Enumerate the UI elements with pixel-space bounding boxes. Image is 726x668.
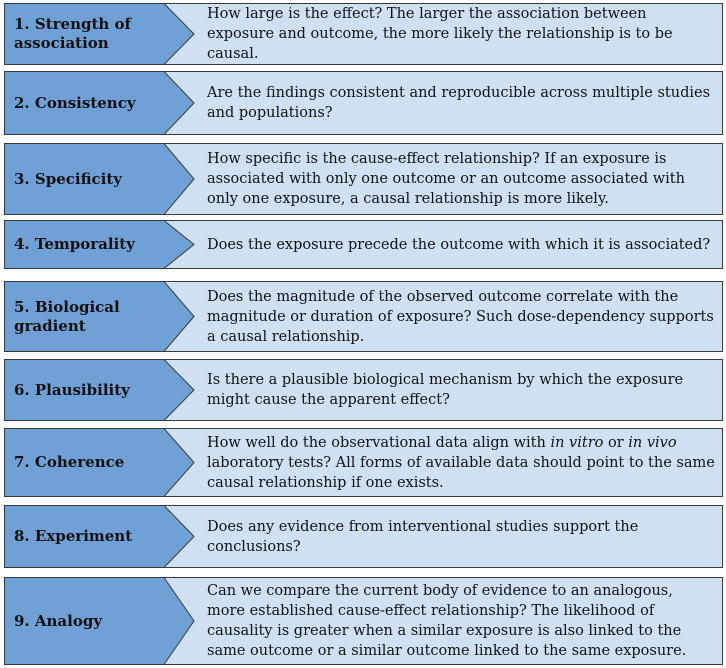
criterion-arrow (4, 71, 195, 135)
criterion-label: 8. Experiment (14, 505, 164, 568)
criterion-label-line: 2. Consistency (14, 93, 136, 112)
criterion-row: 7. Coherence How well do the observationa… (4, 428, 723, 497)
criterion-row: 2. Consistency Are the findings consisten… (4, 71, 723, 135)
criterion-shapes (4, 220, 723, 269)
description-text: Can we compare the current body of evide… (207, 583, 687, 659)
description-text: How large is the effect? The larger the … (207, 6, 673, 62)
description-text: How well do the observational data align… (207, 434, 551, 451)
criterion-label: 6. Plausibility (14, 359, 164, 421)
criterion-label-line: 1. Strength of (14, 15, 131, 33)
italic-term: in vivo (628, 434, 677, 451)
criterion-label-line: 6. Plausibility (14, 380, 130, 399)
description-text: Does any evidence from interventional st… (207, 518, 639, 555)
criterion-label-line: association (14, 34, 109, 52)
criterion-label: 7. Coherence (14, 428, 164, 497)
criterion-label-line: 7. Coherence (14, 453, 125, 471)
criterion-arrow (4, 220, 195, 269)
criterion-description: Does any evidence from interventional st… (207, 505, 715, 568)
criterion-description: Is there a plausible biological mechanis… (207, 359, 715, 421)
description-text: Does the magnitude of the observed outco… (207, 288, 714, 345)
criterion-description: How large is the effect? The larger the … (207, 3, 715, 65)
criterion-label-line: 4. Temporality (14, 235, 135, 253)
criterion-shapes (4, 359, 723, 421)
description-text: laboratory tests? All forms of available… (207, 454, 715, 491)
criterion-row: 3. Specificity How specific is the cause-… (4, 143, 723, 215)
description-text: Are the findings consistent and reproduc… (207, 85, 711, 121)
criterion-arrow (4, 428, 195, 497)
criterion-row: 8. Experiment Does any evidence from inte… (4, 505, 723, 568)
description-text: Does the exposure precede the outcome wi… (207, 236, 711, 253)
criterion-description: Can we compare the current body of evide… (207, 577, 715, 665)
criterion-label-line: 3. Specificity (14, 169, 122, 188)
criterion-label-line: gradient (14, 316, 86, 335)
criterion-shapes (4, 3, 723, 65)
criterion-row: 6. Plausibility Is there a plausible biol… (4, 359, 723, 421)
criterion-arrow (4, 281, 195, 352)
criterion-arrow (4, 577, 195, 665)
criterion-label: 3. Specificity (14, 143, 164, 215)
criterion-arrow (4, 3, 195, 65)
criterion-shapes (4, 428, 723, 497)
criterion-label-line: 9. Analogy (14, 611, 103, 630)
criterion-description: Are the findings consistent and reproduc… (207, 71, 715, 135)
criterion-shapes (4, 71, 723, 135)
criterion-shapes (4, 281, 723, 352)
criterion-arrow (4, 505, 195, 568)
criterion-label-line: 5. Biological (14, 297, 120, 316)
criterion-description: Does the exposure precede the outcome wi… (207, 220, 715, 269)
criterion-arrow (4, 359, 195, 421)
criterion-label-line: 8. Experiment (14, 527, 133, 545)
description-text: How specific is the cause-effect relatio… (207, 151, 685, 207)
description-text: or (603, 434, 629, 451)
description-text: Is there a plausible biological mechanis… (207, 372, 684, 408)
criterion-label: 9. Analogy (14, 577, 164, 665)
criterion-description: How specific is the cause-effect relatio… (207, 143, 715, 215)
criterion-arrow (4, 143, 195, 215)
criterion-label: 2. Consistency (14, 71, 164, 135)
criterion-shapes (4, 577, 723, 665)
criterion-description: Does the magnitude of the observed outco… (207, 281, 715, 352)
criterion-row: 9. Analogy Can we compare the current bod… (4, 577, 723, 665)
criterion-shapes (4, 505, 723, 568)
criterion-row: 4. Temporality Does the exposure precede … (4, 220, 723, 269)
criterion-description: How well do the observational data align… (207, 428, 715, 497)
criterion-shapes (4, 143, 723, 215)
criterion-label: 4. Temporality (14, 220, 164, 269)
italic-term: in vitro (550, 434, 604, 451)
